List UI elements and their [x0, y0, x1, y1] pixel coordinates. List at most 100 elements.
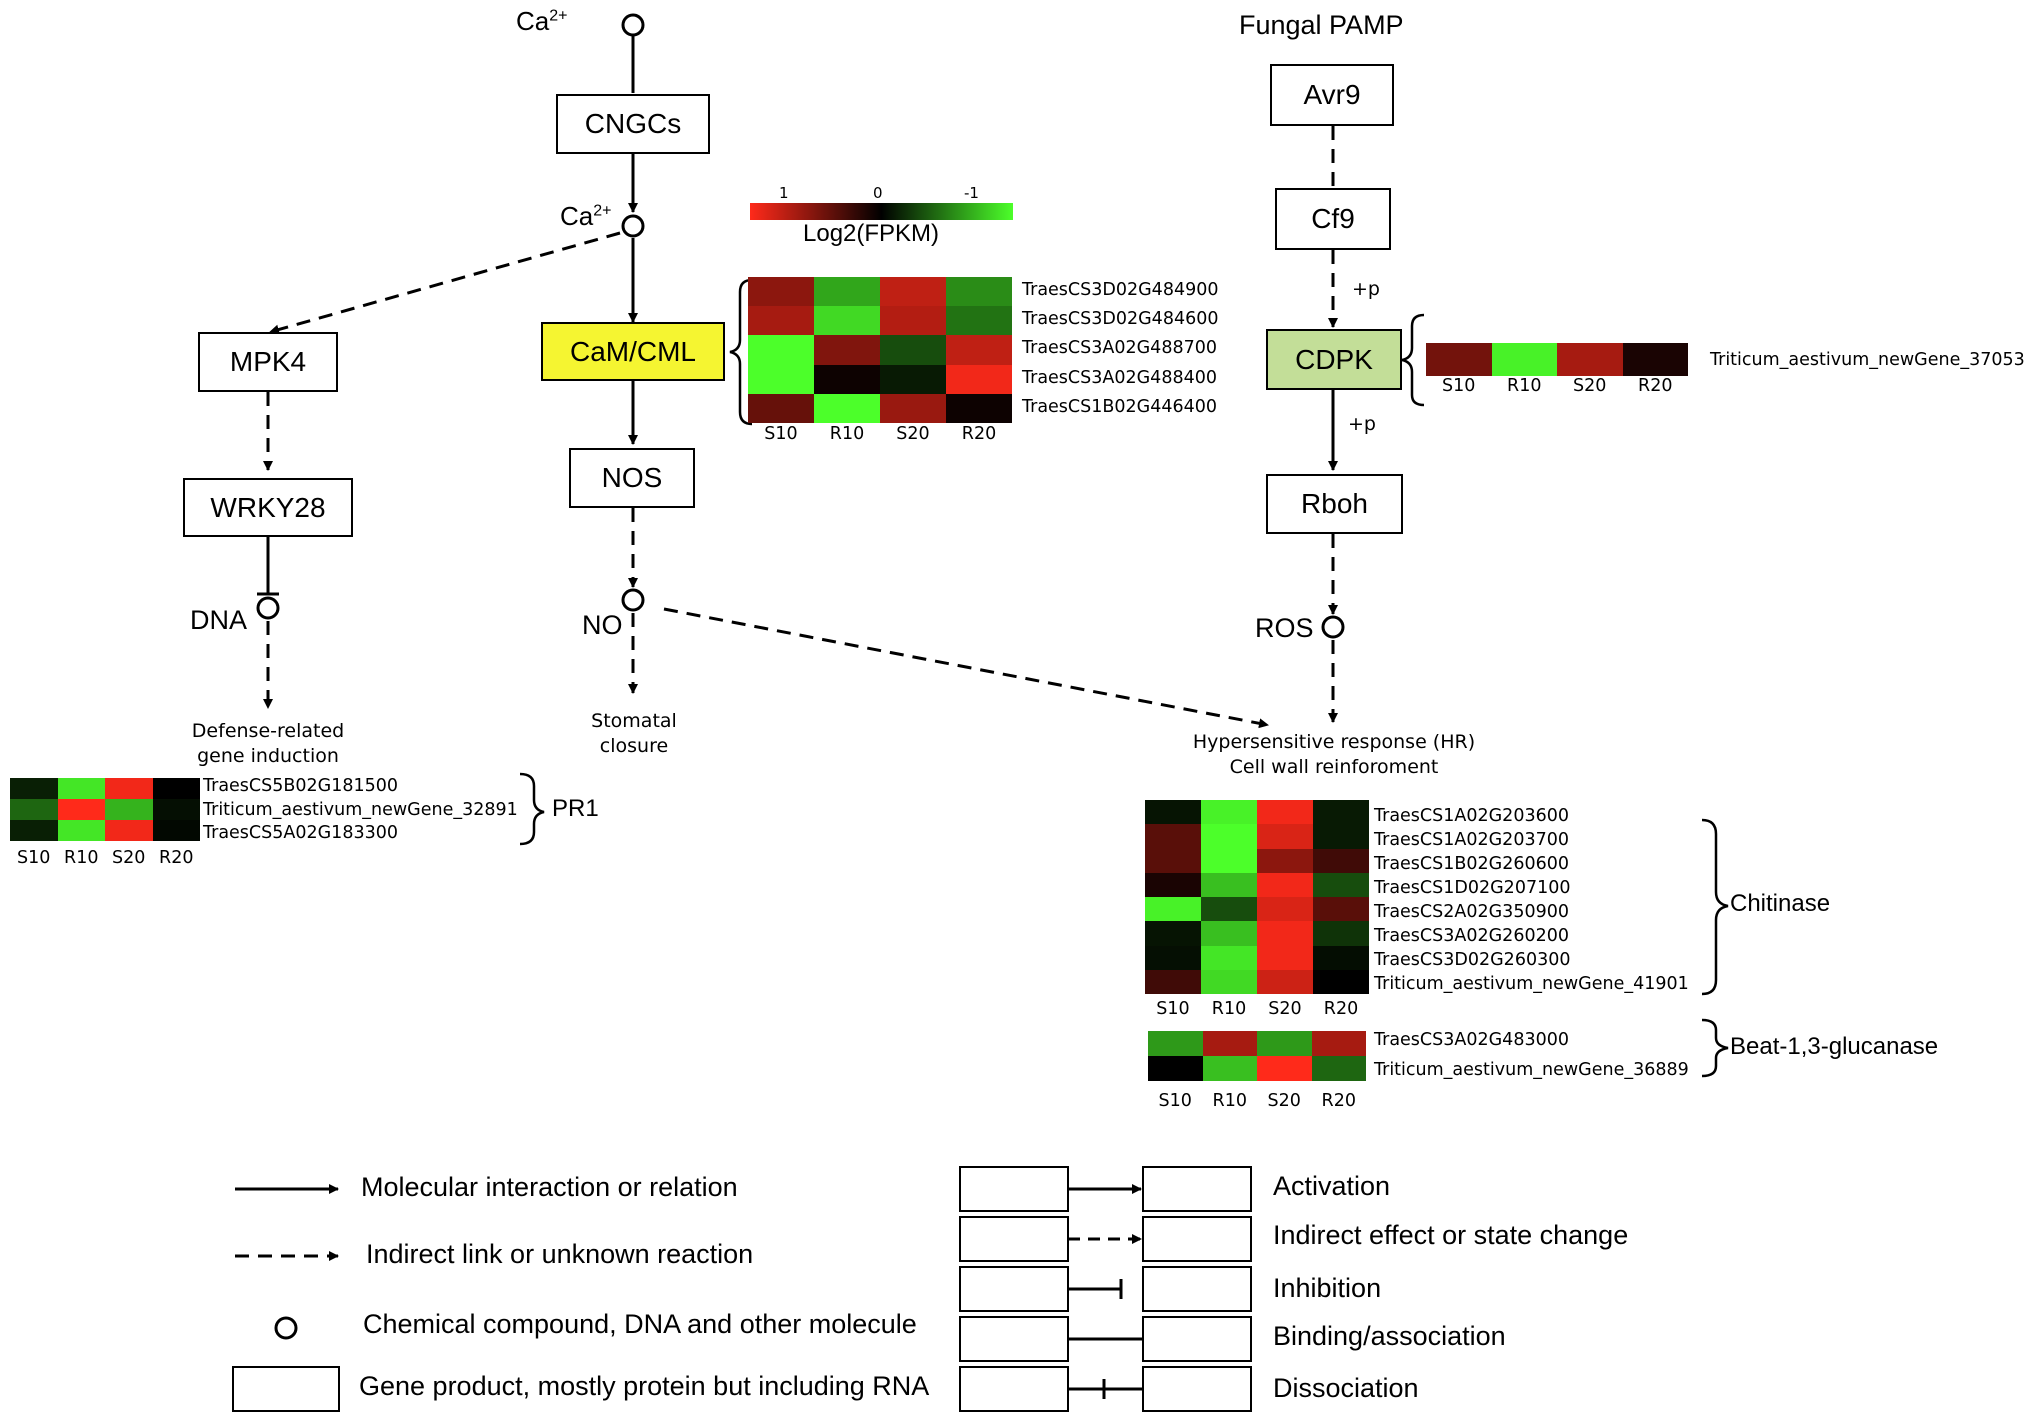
color-scale-title: Log2(FPKM) — [803, 220, 940, 247]
legend-molecular-text: Molecular interaction or relation — [361, 1172, 738, 1202]
column-label: R20 — [1638, 376, 1673, 396]
heatmap-cell — [105, 799, 153, 820]
node-cdpk: CDPK — [1266, 329, 1402, 390]
compound-ca-mid — [621, 214, 645, 238]
heatmap-glucanase — [1148, 1031, 1366, 1081]
legend-gene-product-text: Gene product, mostly protein but includi… — [359, 1371, 930, 1401]
column-label: R10 — [1211, 999, 1247, 1019]
legend-activation-symbol — [959, 1166, 1252, 1212]
gene-label: TraesCS1B02G260600 — [1374, 854, 1570, 874]
heatmap-chitinase — [1145, 800, 1369, 994]
gene-label: TraesCS3A02G260200 — [1374, 926, 1569, 946]
legend-gene-box — [232, 1366, 340, 1412]
column-label: S10 — [764, 424, 798, 444]
column-label: S10 — [17, 848, 51, 868]
node-avr9: Avr9 — [1270, 64, 1394, 126]
legend-activation-text: Activation — [1273, 1171, 1391, 1201]
heatmap-cell — [946, 393, 1012, 423]
compound-ros — [1321, 615, 1345, 639]
heatmap-cell — [1201, 921, 1257, 946]
heatmap-cell — [1202, 1056, 1257, 1081]
heatmap-cell — [946, 364, 1012, 394]
heatmap-cell — [748, 364, 814, 394]
heatmap-cell — [1313, 897, 1369, 922]
gene-label: TraesCS1A02G203600 — [1374, 806, 1569, 826]
gene-label: Triticum_aestivum_newGene_41901 — [1374, 974, 1689, 994]
heatmap-cell — [57, 778, 105, 799]
heatmap-cell — [105, 820, 153, 841]
column-label: R20 — [1321, 1091, 1356, 1111]
column-label: S20 — [1268, 999, 1302, 1019]
legend-dissociation-text: Dissociation — [1273, 1373, 1419, 1403]
label-defense-line2: gene induction — [197, 745, 339, 767]
label-chitinase: Chitinase — [1730, 890, 1831, 917]
column-label: R10 — [829, 424, 865, 444]
column-label: S10 — [1158, 1091, 1192, 1111]
heatmap-cell — [880, 335, 946, 365]
label-ca-mid-sup: 2+ — [593, 202, 612, 220]
gene-label: TraesCS3D02G260300 — [1374, 950, 1571, 970]
heatmap-cell — [1313, 945, 1369, 970]
label-ca-mid: Ca2+ — [560, 201, 612, 232]
legend-inhibition-text: Inhibition — [1273, 1273, 1382, 1303]
color-scale-bar — [750, 203, 1013, 220]
heatmap-cell — [748, 393, 814, 423]
heatmap-cell — [1311, 1056, 1366, 1081]
heatmap-cell — [1311, 1031, 1366, 1056]
label-fungal-pamp: Fungal PAMP — [1239, 10, 1404, 40]
column-label: R20 — [961, 424, 997, 444]
column-label: S20 — [1267, 1091, 1301, 1111]
column-label: S20 — [112, 848, 146, 868]
column-label: S20 — [1573, 376, 1607, 396]
brace-pr1 — [519, 772, 545, 846]
heatmap-cell — [1201, 800, 1257, 825]
heatmap-cell — [1257, 824, 1313, 849]
compound-ca-top — [621, 13, 645, 37]
heatmap-cell — [1257, 945, 1313, 970]
legend-circle-icon — [274, 1316, 298, 1340]
column-label: S10 — [1442, 376, 1476, 396]
heatmap-cell — [105, 778, 153, 799]
heatmap-cell — [946, 306, 1012, 336]
gene-label: TraesCS3D02G484600 — [1022, 309, 1219, 330]
node-rboh: Rboh — [1266, 474, 1403, 534]
node-nos: NOS — [569, 448, 695, 508]
heatmap-pr1 — [10, 778, 200, 841]
heatmap-cell — [946, 335, 1012, 365]
gene-label: TraesCS5A02G183300 — [203, 823, 398, 843]
legend-binding-symbol — [959, 1316, 1252, 1362]
heatmap-cell — [748, 277, 814, 307]
brace-cam — [729, 278, 753, 426]
compound-no — [621, 588, 645, 612]
brace-cdpk — [1401, 313, 1425, 407]
heatmap-cell — [880, 277, 946, 307]
column-label: R10 — [64, 848, 99, 868]
color-scale-tick-mid: 0 — [873, 184, 883, 202]
gene-label: TraesCS3A02G483000 — [1374, 1030, 1569, 1050]
label-plus-p-2: +p — [1348, 413, 1376, 435]
heatmap-cell — [1313, 921, 1369, 946]
legend-inhibition-symbol — [959, 1266, 1252, 1312]
label-ros: ROS — [1255, 613, 1314, 643]
heatmap-cell — [1313, 848, 1369, 873]
label-defense: Defense-related gene induction — [192, 719, 344, 769]
heatmap-cell — [1201, 824, 1257, 849]
heatmap-cell — [1257, 1056, 1312, 1081]
heatmap-cell — [10, 820, 58, 841]
label-ca-mid-text: Ca — [560, 201, 594, 231]
label-pr1: PR1 — [552, 795, 599, 822]
column-label: R20 — [159, 848, 194, 868]
gene-label: TraesCS1B02G446400 — [1022, 396, 1218, 417]
column-label: R10 — [1507, 376, 1542, 396]
heatmap-cell — [1622, 343, 1688, 376]
heatmap-cell — [57, 799, 105, 820]
heatmap-cell — [1257, 848, 1313, 873]
heatmap-cell — [880, 393, 946, 423]
column-label: S10 — [1156, 999, 1190, 1019]
label-hr: Hypersensitive response (HR) Cell wall r… — [1193, 730, 1475, 780]
label-stomatal: Stomatal closure — [591, 709, 677, 759]
node-cam-cml: CaM/CML — [541, 322, 725, 381]
legend-binding-text: Binding/association — [1273, 1321, 1506, 1351]
heatmap-cell — [1145, 872, 1201, 897]
